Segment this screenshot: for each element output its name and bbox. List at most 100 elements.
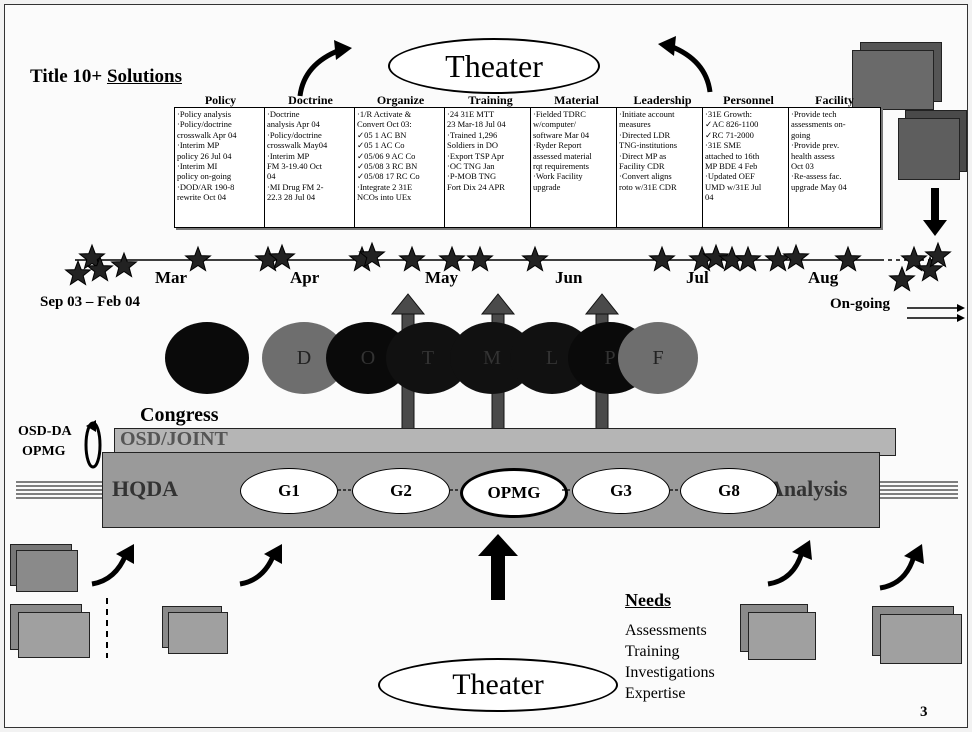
staff-label: OPMG [487, 483, 541, 502]
dashed-divider [106, 598, 108, 658]
milestone-star-icon [734, 245, 762, 272]
staff-g1: G1 [240, 468, 338, 514]
category-line: Facility CDR [619, 161, 665, 172]
category-training: Training ·24 31E MTT 23 Mar-18 Jul 04 ·T… [444, 93, 537, 228]
curved-arrow-top-right-icon [658, 36, 713, 93]
category-heading: Leadership [633, 93, 692, 107]
milestone-star-icon [764, 245, 792, 272]
timeline [64, 241, 952, 292]
milestone-star-icon [702, 243, 730, 270]
osd-joint-label: OSD/JOINT [120, 428, 228, 450]
milestone-star-icon [268, 243, 296, 270]
milestone-star-icon [184, 245, 212, 272]
needs-heading: Needs [625, 590, 671, 610]
category-personnel: Personnel ·31E Growth: ✓AC 826-1100 ✓RC … [702, 93, 795, 228]
category-line: ·24 31E MTT [447, 109, 495, 119]
page-number: 3 [920, 704, 928, 720]
circle-f: F [618, 322, 698, 394]
staff-g3: G3 [572, 468, 670, 514]
category-line: FM 3-19.40 Oct [267, 161, 323, 172]
category-line: ✓05/08 3 RC BN [357, 161, 418, 172]
category-box: ·24 31E MTT 23 Mar-18 Jul 04 ·Trained 1,… [444, 107, 537, 228]
category-line: ·31E SME [705, 140, 742, 151]
theater-top-ellipse: Theater [388, 38, 600, 94]
timeline-end-label: On-going [830, 296, 891, 312]
milestone-star-icon [782, 243, 810, 270]
curved-arrow-icon [879, 544, 924, 591]
category-organize: Organize ·1/R Activate & Convert Oct 03:… [354, 93, 447, 228]
category-line: ·Export TSP Apr [447, 150, 505, 161]
theater-bottom-ellipse: Theater [378, 658, 618, 712]
up-arrow-icon [478, 534, 518, 600]
category-line: assessed material [533, 150, 592, 161]
staff-g2: G2 [352, 468, 450, 514]
category-line: going [791, 129, 811, 140]
circle-letter: L [545, 346, 559, 369]
category-line: ·DOD/AR 190-8 [177, 181, 235, 192]
circle-letter: M [483, 346, 501, 369]
document-stack-icon [898, 118, 960, 180]
category-line: ·1/R Activate & [357, 109, 412, 119]
category-line: ·MI Drug FM 2- [267, 181, 324, 192]
document-stack-icon [168, 612, 228, 654]
category-line: policy 26 Jul 04 [177, 150, 232, 161]
category-line: Fort Dix 24 APR [447, 181, 505, 192]
opmg-side-label: OPMG [22, 444, 66, 459]
category-material: Material ·Fielded TDRC w/computer/ softw… [530, 93, 623, 228]
category-line: crosswalk Apr 04 [177, 129, 237, 140]
category-heading: Material [554, 93, 599, 107]
month-mar: Mar [155, 268, 188, 287]
document-stack-icon [748, 612, 816, 660]
category-line: ·Interim MP [177, 140, 220, 151]
document-stack-icon [18, 612, 90, 658]
category-box: ·Initiate account measures ·Directed LDR… [616, 107, 709, 228]
document-stack-icon [880, 614, 962, 664]
category-line: ✓RC 71-2000 [705, 129, 754, 140]
category-line: 04 [705, 192, 714, 203]
staff-label: G8 [718, 481, 740, 500]
milestone-star-icon [78, 243, 106, 270]
category-line: ·Provide tech [791, 109, 837, 119]
month-apr: Apr [290, 268, 320, 287]
category-line: ·31E Growth: [705, 109, 752, 119]
osd-da-label: OSD-DA [18, 424, 72, 439]
category-doctrine: Doctrine ·Doctrine analysis Apr 04 ·Poli… [264, 93, 357, 228]
category-line: upgrade May 04 [791, 181, 847, 192]
curved-arrow-icon [239, 544, 282, 587]
category-line: ·Updated OEF [705, 171, 755, 182]
staff-label: G1 [278, 481, 300, 500]
theater-top-label: Theater [445, 47, 543, 84]
milestone-star-icon [110, 251, 138, 278]
category-line: ·Convert aligns [619, 171, 672, 182]
milestone-star-icon [398, 245, 426, 272]
circle-letter: O [360, 346, 376, 369]
milestone-star-icon [438, 245, 466, 272]
circle-letter: F [652, 346, 664, 369]
category-line: ·Provide prev. [791, 140, 840, 151]
needs-item: Assessments [625, 622, 707, 639]
category-line: MP BDE 4 Feb [705, 161, 758, 172]
circle-letter: D [296, 346, 312, 369]
milestone-star-icon [64, 259, 92, 286]
category-line: health assess [791, 150, 835, 161]
category-line: ·Directed LDR [619, 129, 671, 140]
category-line: ·Policy/doctrine [267, 129, 322, 140]
category-line: roto w/31E CDR [619, 181, 677, 192]
category-heading: Personnel [723, 93, 774, 107]
category-line: 23 Mar-18 Jul 04 [447, 119, 506, 130]
staff-label: G2 [390, 481, 412, 500]
circle-letter: T [421, 346, 435, 369]
slide-title: Title 10+ Solutions [30, 66, 182, 88]
category-line: w/computer/ [533, 119, 576, 130]
milestone-star-icon [834, 245, 862, 272]
category-box: ·31E Growth: ✓AC 826-1100 ✓RC 71-2000 ·3… [702, 107, 795, 228]
milestone-star-icon [888, 265, 916, 292]
hqda-label: HQDA [112, 476, 178, 501]
category-policy: Policy ·Policy analysis ·Policy/doctrine… [174, 93, 267, 228]
milestone-star-icon [466, 245, 494, 272]
month-may: May [425, 268, 459, 287]
theater-bottom-label: Theater [452, 668, 544, 701]
category-line: ·Interim MI [177, 161, 218, 172]
milestone-star-icon [86, 255, 114, 282]
category-line: attached to 16th [705, 150, 760, 161]
